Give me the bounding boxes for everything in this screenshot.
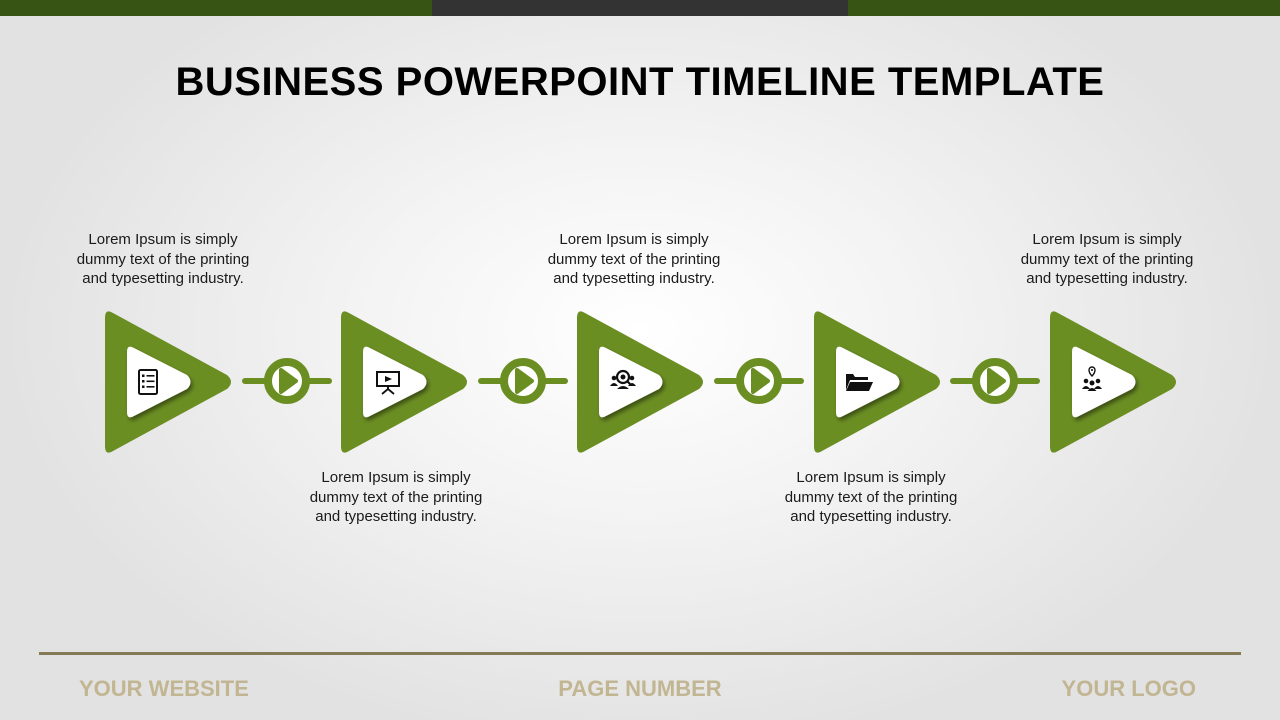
open-folder-icon bbox=[846, 374, 873, 391]
step-4-description: Lorem Ipsum is simply dummy text of the … bbox=[784, 469, 958, 525]
step-1-marker bbox=[105, 311, 231, 453]
step-5-description: Lorem Ipsum is simply dummy text of the … bbox=[1020, 231, 1194, 287]
play-icon bbox=[987, 368, 1006, 394]
checklist-icon bbox=[138, 369, 158, 395]
step-1-description: Lorem Ipsum is simply dummy text of the … bbox=[76, 231, 250, 287]
play-icon bbox=[751, 368, 770, 394]
step-3-marker bbox=[577, 311, 703, 453]
top-bar-middle bbox=[432, 0, 848, 16]
connector-1 bbox=[242, 358, 332, 404]
play-icon bbox=[515, 368, 534, 394]
top-bar-right bbox=[848, 0, 1280, 16]
connector-2 bbox=[478, 358, 568, 404]
connector-3 bbox=[714, 358, 804, 404]
play-icon bbox=[279, 368, 298, 394]
footer-divider bbox=[39, 652, 1241, 655]
slide-title: BUSINESS POWERPOINT TIMELINE TEMPLATE bbox=[175, 60, 1105, 104]
step-5-marker bbox=[1050, 311, 1176, 453]
top-bar-left bbox=[0, 0, 432, 16]
step-2-description: Lorem Ipsum is simply dummy text of the … bbox=[309, 469, 483, 525]
connector-4 bbox=[950, 358, 1040, 404]
step-3-description: Lorem Ipsum is simply dummy text of the … bbox=[547, 231, 721, 287]
footer-website: YOUR WEBSITE bbox=[79, 676, 249, 701]
step-4-marker bbox=[814, 311, 940, 453]
team-search-icon bbox=[610, 369, 636, 389]
team-location-icon bbox=[1082, 366, 1102, 391]
step-2-marker bbox=[341, 311, 467, 453]
footer-logo: YOUR LOGO bbox=[1061, 676, 1196, 701]
footer-page-number: PAGE NUMBER bbox=[558, 676, 722, 701]
presentation-board-icon bbox=[376, 371, 400, 395]
